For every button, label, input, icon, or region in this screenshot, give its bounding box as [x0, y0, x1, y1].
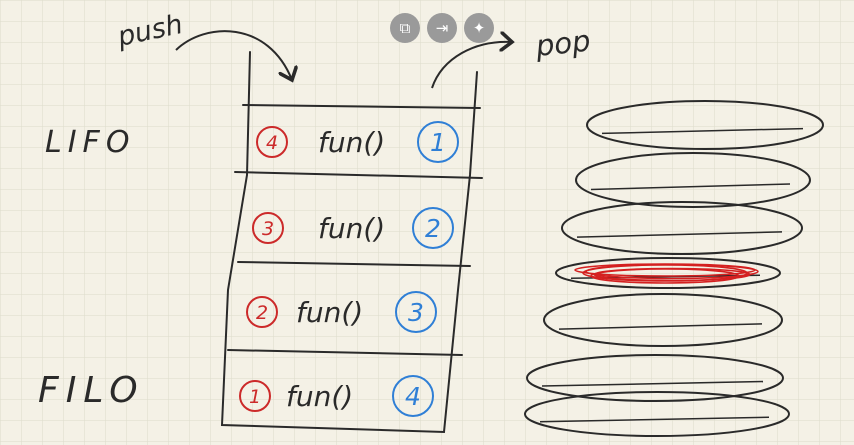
function-label: fun(): [318, 126, 385, 159]
push-order-circle: [256, 126, 288, 158]
function-label: fun(): [296, 296, 363, 329]
plate: [543, 293, 783, 347]
plate: [526, 354, 784, 402]
pop-order-number: 2: [425, 214, 441, 243]
plate: [586, 100, 824, 150]
plate: [561, 201, 803, 255]
stack-container: [220, 51, 483, 434]
push-order-circle: [239, 380, 271, 412]
push-arrow: [175, 30, 292, 80]
function-label: fun(): [286, 380, 353, 413]
push-order-number: 4: [266, 132, 278, 154]
function-label: fun(): [318, 212, 385, 245]
stack-row: 1 fun() 4: [239, 375, 434, 417]
push-order-number: 1: [249, 386, 261, 408]
stack-row: 3 fun() 2: [252, 207, 454, 249]
stack-row: 4 fun() 1: [256, 121, 459, 163]
plate: [575, 152, 811, 208]
plate: [524, 391, 790, 437]
sparkle-icon[interactable]: ✦: [464, 13, 494, 43]
push-order-circle: [252, 212, 284, 244]
pop-order-number: 1: [430, 128, 446, 157]
push-order-circle: [246, 296, 278, 328]
pop-order-circle: [417, 121, 459, 163]
export-icon[interactable]: ⇥: [427, 13, 457, 43]
floating-toolbar: ⧉ ⇥ ✦: [390, 13, 494, 43]
pop-order-circle: [412, 207, 454, 249]
highlighted-plate: [555, 257, 781, 289]
lifo-label: LIFO: [45, 125, 135, 160]
pop-order-number: 4: [405, 382, 421, 411]
pop-arrow: [431, 42, 512, 89]
pop-label: pop: [533, 23, 592, 63]
copy-icon[interactable]: ⧉: [390, 13, 420, 43]
filo-label: FILO: [38, 370, 145, 411]
pop-order-circle: [392, 375, 434, 417]
pop-order-number: 3: [408, 298, 424, 327]
pop-order-circle: [395, 291, 437, 333]
stack-row: 2 fun() 3: [246, 291, 437, 333]
push-order-number: 3: [262, 218, 274, 240]
push-order-number: 2: [256, 302, 268, 324]
